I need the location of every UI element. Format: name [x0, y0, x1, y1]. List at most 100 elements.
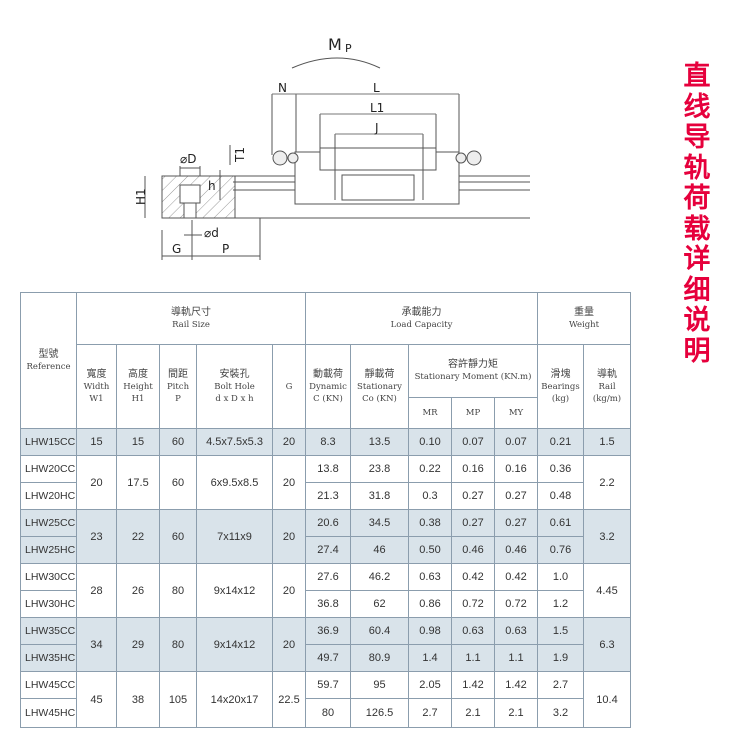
- rail-weight-cell: 3.2: [583, 509, 631, 564]
- mr-cell: 2.7: [408, 698, 452, 728]
- mp-cell: 1.1: [451, 644, 495, 672]
- h1-cell: 26: [116, 563, 160, 618]
- bolt-cell: 6x9.5x8.5: [196, 455, 273, 510]
- bolt-cell: 7x11x9: [196, 509, 273, 564]
- mp-cell: 0.63: [451, 617, 495, 645]
- my-cell: 1.42: [494, 671, 538, 699]
- bolt-cell: 9x14x12: [196, 563, 273, 618]
- p-label: P: [222, 242, 229, 256]
- stationary-cell: 80.9: [350, 644, 409, 672]
- mr-cell: 0.98: [408, 617, 452, 645]
- p-cell: 80: [159, 617, 197, 672]
- linear-guide-drawing: M P N L L1 J T1 H1 ⌀D h ⌀d G P: [134, 35, 530, 260]
- model-cell: LHW45HC: [20, 698, 77, 728]
- stationary-cell: 46.2: [350, 563, 409, 591]
- stationary-cell: 31.8: [350, 482, 409, 510]
- mp-cell: 0.27: [451, 482, 495, 510]
- p-cell: 60: [159, 428, 197, 456]
- header-my: MY: [494, 397, 538, 429]
- header-g: G: [272, 344, 306, 429]
- w1-cell: 45: [76, 671, 117, 728]
- dynamic-cell: 21.3: [305, 482, 351, 510]
- model-cell: LHW15CC: [20, 428, 77, 456]
- mp-cell: 0.07: [451, 428, 495, 456]
- model-cell: LHW45CC: [20, 671, 77, 699]
- small-d-label: ⌀d: [204, 226, 219, 240]
- w1-cell: 23: [76, 509, 117, 564]
- l-label: L: [373, 81, 380, 95]
- p-cell: 60: [159, 455, 197, 510]
- p-cell: 60: [159, 509, 197, 564]
- w1-cell: 34: [76, 617, 117, 672]
- dynamic-cell: 80: [305, 698, 351, 728]
- rail-weight-cell: 10.4: [583, 671, 631, 728]
- dynamic-cell: 13.8: [305, 455, 351, 483]
- stationary-cell: 23.8: [350, 455, 409, 483]
- stationary-cell: 95: [350, 671, 409, 699]
- g-cell: 20: [272, 509, 306, 564]
- my-cell: 0.27: [494, 509, 538, 537]
- h-label: h: [208, 179, 216, 193]
- t1-label: T1: [233, 147, 247, 163]
- mr-cell: 0.38: [408, 509, 452, 537]
- g-cell: 20: [272, 563, 306, 618]
- l1-label: L1: [370, 101, 384, 115]
- p-cell: 105: [159, 671, 197, 728]
- mp-cell: 2.1: [451, 698, 495, 728]
- h1-cell: 38: [116, 671, 160, 728]
- mr-cell: 0.50: [408, 536, 452, 564]
- model-cell: LHW25CC: [20, 509, 77, 537]
- n-label: N: [278, 81, 287, 95]
- bearings-cell: 0.36: [537, 455, 584, 483]
- mp-cell: 0.16: [451, 455, 495, 483]
- dynamic-cell: 49.7: [305, 644, 351, 672]
- stationary-cell: 34.5: [350, 509, 409, 537]
- mr-cell: 0.86: [408, 590, 452, 618]
- bolt-cell: 4.5x7.5x5.3: [196, 428, 273, 456]
- page-title: 直线导轨荷载详细说明: [683, 61, 711, 367]
- dynamic-cell: 36.9: [305, 617, 351, 645]
- header-mr: MR: [408, 397, 452, 429]
- bearings-cell: 1.9: [537, 644, 584, 672]
- model-cell: LHW20CC: [20, 455, 77, 483]
- mp-cell: 1.42: [451, 671, 495, 699]
- g-cell: 20: [272, 455, 306, 510]
- mp-cell: 0.72: [451, 590, 495, 618]
- mp-sub-label: P: [345, 42, 352, 55]
- my-cell: 0.42: [494, 563, 538, 591]
- bearings-cell: 1.0: [537, 563, 584, 591]
- g-cell: 20: [272, 428, 306, 456]
- mr-cell: 2.05: [408, 671, 452, 699]
- rail-weight-cell: 4.45: [583, 563, 631, 618]
- my-cell: 0.46: [494, 536, 538, 564]
- stationary-cell: 13.5: [350, 428, 409, 456]
- bolt-cell: 9x14x12: [196, 617, 273, 672]
- rail-weight-cell: 1.5: [583, 428, 631, 456]
- dynamic-cell: 27.6: [305, 563, 351, 591]
- h1-label: H1: [134, 188, 148, 205]
- my-cell: 0.07: [494, 428, 538, 456]
- h1-cell: 17.5: [116, 455, 160, 510]
- mr-cell: 0.63: [408, 563, 452, 591]
- w1-cell: 20: [76, 455, 117, 510]
- h1-cell: 29: [116, 617, 160, 672]
- bolt-d-label: ⌀D: [180, 152, 196, 166]
- dynamic-cell: 8.3: [305, 428, 351, 456]
- bearings-cell: 0.61: [537, 509, 584, 537]
- model-cell: LHW25HC: [20, 536, 77, 564]
- rail-weight-cell: 6.3: [583, 617, 631, 672]
- my-cell: 0.63: [494, 617, 538, 645]
- my-cell: 0.72: [494, 590, 538, 618]
